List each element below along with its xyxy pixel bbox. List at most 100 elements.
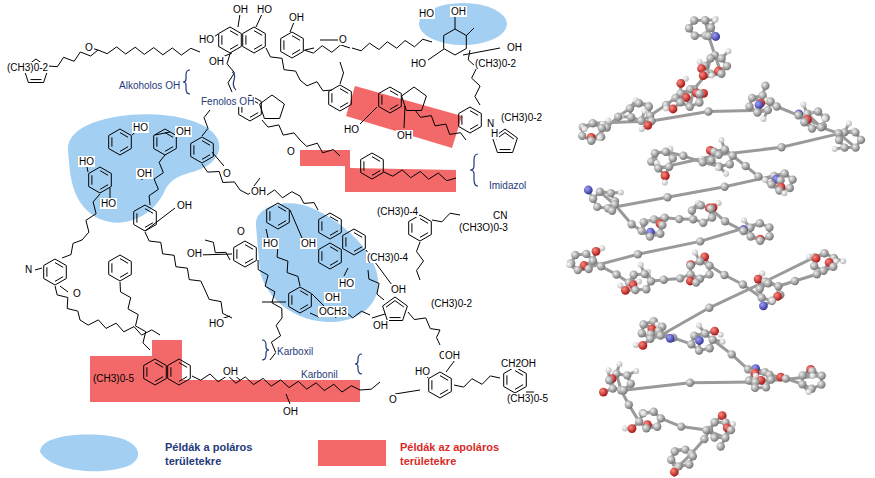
double-bond bbox=[395, 301, 404, 307]
double-bond bbox=[300, 305, 308, 310]
model-atom bbox=[675, 215, 683, 223]
model-atom bbox=[686, 379, 694, 387]
double-bond bbox=[250, 113, 258, 118]
model-atom bbox=[707, 24, 715, 32]
double-bond bbox=[55, 277, 63, 282]
double-bond bbox=[499, 149, 510, 150]
model-atom bbox=[768, 297, 776, 305]
ring-bond bbox=[343, 229, 366, 255]
model-atom bbox=[706, 344, 714, 352]
model-atom bbox=[671, 447, 679, 455]
model-atom bbox=[608, 207, 616, 215]
atom-label: HO bbox=[410, 58, 427, 69]
model-atom bbox=[663, 193, 671, 201]
model-atom bbox=[720, 183, 728, 191]
double-bond bbox=[386, 301, 395, 307]
model-atom bbox=[715, 151, 723, 159]
double-bond bbox=[321, 251, 322, 260]
double-bond bbox=[165, 147, 173, 152]
model-atom bbox=[667, 456, 675, 464]
model-atom bbox=[739, 280, 747, 288]
model-atom bbox=[584, 186, 593, 195]
model-atom bbox=[641, 411, 647, 417]
model-atom bbox=[699, 71, 708, 80]
bond bbox=[35, 268, 42, 270]
alkyl-chain bbox=[417, 242, 424, 280]
atom-label: OH bbox=[390, 284, 407, 295]
model-atom bbox=[634, 250, 642, 258]
model-atom bbox=[762, 383, 770, 391]
atom-label: HO bbox=[414, 366, 431, 377]
bond bbox=[344, 268, 348, 276]
model-atom bbox=[727, 426, 735, 434]
model-atom bbox=[574, 266, 582, 274]
legend-text: Példák az apoláros területekre bbox=[400, 440, 530, 468]
model-atom bbox=[639, 341, 648, 350]
model-atom bbox=[597, 135, 603, 141]
model-atom bbox=[660, 276, 668, 284]
group-annotation: Fenolos OH bbox=[200, 96, 255, 107]
double-bond bbox=[411, 223, 412, 232]
atom-label: H bbox=[490, 128, 499, 139]
model-atom bbox=[709, 336, 717, 344]
model-atom bbox=[676, 79, 685, 88]
model-atom bbox=[741, 217, 747, 223]
alkyl-chain bbox=[340, 62, 344, 84]
model-atom bbox=[800, 118, 808, 126]
alkyl-chain bbox=[80, 320, 160, 335]
atom-label: HO bbox=[256, 4, 273, 15]
model-atom bbox=[662, 148, 670, 156]
bond bbox=[466, 28, 474, 36]
double-bond bbox=[330, 231, 338, 236]
model-atom bbox=[764, 279, 772, 287]
model-atom bbox=[857, 136, 865, 144]
double-bond bbox=[330, 261, 338, 266]
bond bbox=[256, 14, 262, 27]
atom-label: O bbox=[236, 226, 246, 237]
ring-bond bbox=[260, 95, 285, 119]
ring-bond bbox=[444, 29, 467, 55]
model-atom bbox=[686, 103, 694, 111]
atom-label: OH bbox=[372, 320, 389, 331]
double-bond bbox=[515, 385, 523, 390]
bond bbox=[372, 314, 385, 318]
double-bond bbox=[340, 89, 348, 94]
atom-label: OH bbox=[176, 200, 193, 211]
model-atom bbox=[756, 219, 764, 227]
double-bond bbox=[390, 91, 398, 96]
atom-label: O bbox=[72, 288, 82, 299]
model-bonds bbox=[569, 19, 861, 476]
ring-bond bbox=[281, 32, 304, 58]
bond bbox=[262, 302, 286, 303]
bond bbox=[286, 394, 290, 404]
double-bond bbox=[120, 259, 128, 264]
polar-region bbox=[419, 3, 507, 45]
model-atom bbox=[757, 294, 765, 302]
alkyl-chain bbox=[205, 240, 230, 260]
ring-bond bbox=[109, 129, 132, 155]
model-atom bbox=[689, 452, 697, 460]
model-atom bbox=[607, 189, 615, 197]
model-atom bbox=[626, 104, 634, 112]
bond bbox=[290, 210, 302, 238]
model-atom bbox=[822, 116, 828, 122]
bond bbox=[110, 188, 111, 198]
model-atom bbox=[589, 257, 597, 265]
model-atom bbox=[761, 116, 767, 122]
double-bond bbox=[505, 133, 514, 139]
bond bbox=[404, 106, 405, 128]
alkyl-chain bbox=[262, 120, 300, 140]
model-atom bbox=[788, 175, 796, 183]
model-atom bbox=[686, 260, 695, 269]
model-atom bbox=[721, 217, 729, 225]
atom-label: (CH3)0-5 bbox=[92, 373, 135, 384]
model-atom bbox=[585, 265, 593, 273]
model-atom bbox=[705, 270, 713, 278]
model-atom bbox=[814, 107, 822, 115]
bond bbox=[60, 286, 68, 292]
model-atom bbox=[698, 158, 706, 166]
model-atom bbox=[692, 278, 700, 286]
alkyl-chain bbox=[384, 170, 456, 181]
model-atom bbox=[696, 257, 704, 265]
